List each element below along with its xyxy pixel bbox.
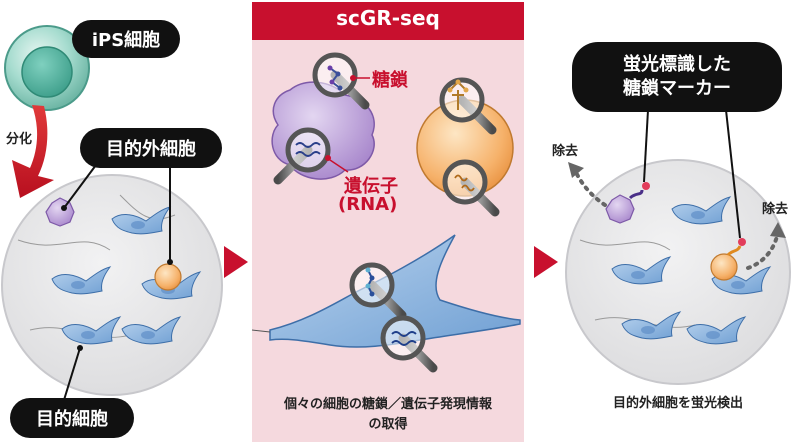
result-caption: 目的外細胞を蛍光検出 [612,396,743,411]
left-dish [1,174,223,396]
method-caption-line1: 個々の細胞の糖鎖／遺伝子発現情報 [283,397,492,412]
method-title: scGR-seq [336,6,440,30]
glycan-marker-label-line2: 糖鎖マーカー [623,78,731,99]
target-cells-label: 目的細胞 [10,398,134,438]
glycan-marker-label-line1: 蛍光標識した [623,54,731,75]
glycan-marker-label: 蛍光標識した 糖鎖マーカー [572,42,782,112]
removal-right-label: 除去 [762,202,789,217]
glycan-label: 糖鎖 [372,70,408,91]
ips-cell-icon [4,25,90,111]
removal-left-label: 除去 [552,144,579,159]
flow-arrow-icon [534,246,558,278]
flow-arrow-icon [224,246,248,278]
method-panel [252,2,524,442]
gene-label-line2: (RNA) [338,194,398,215]
method-caption-line2: の取得 [368,417,408,432]
differentiation-label: 分化 [6,132,33,147]
differentiation-arrow-icon [12,105,54,198]
ips-cell-label: iPS細胞 [72,20,180,58]
target-other-cells-label: 目的外細胞 [80,128,222,168]
method-title-bar [252,2,524,40]
gene-label-line1: 遺伝子 [344,176,398,197]
right-dish [565,159,791,385]
